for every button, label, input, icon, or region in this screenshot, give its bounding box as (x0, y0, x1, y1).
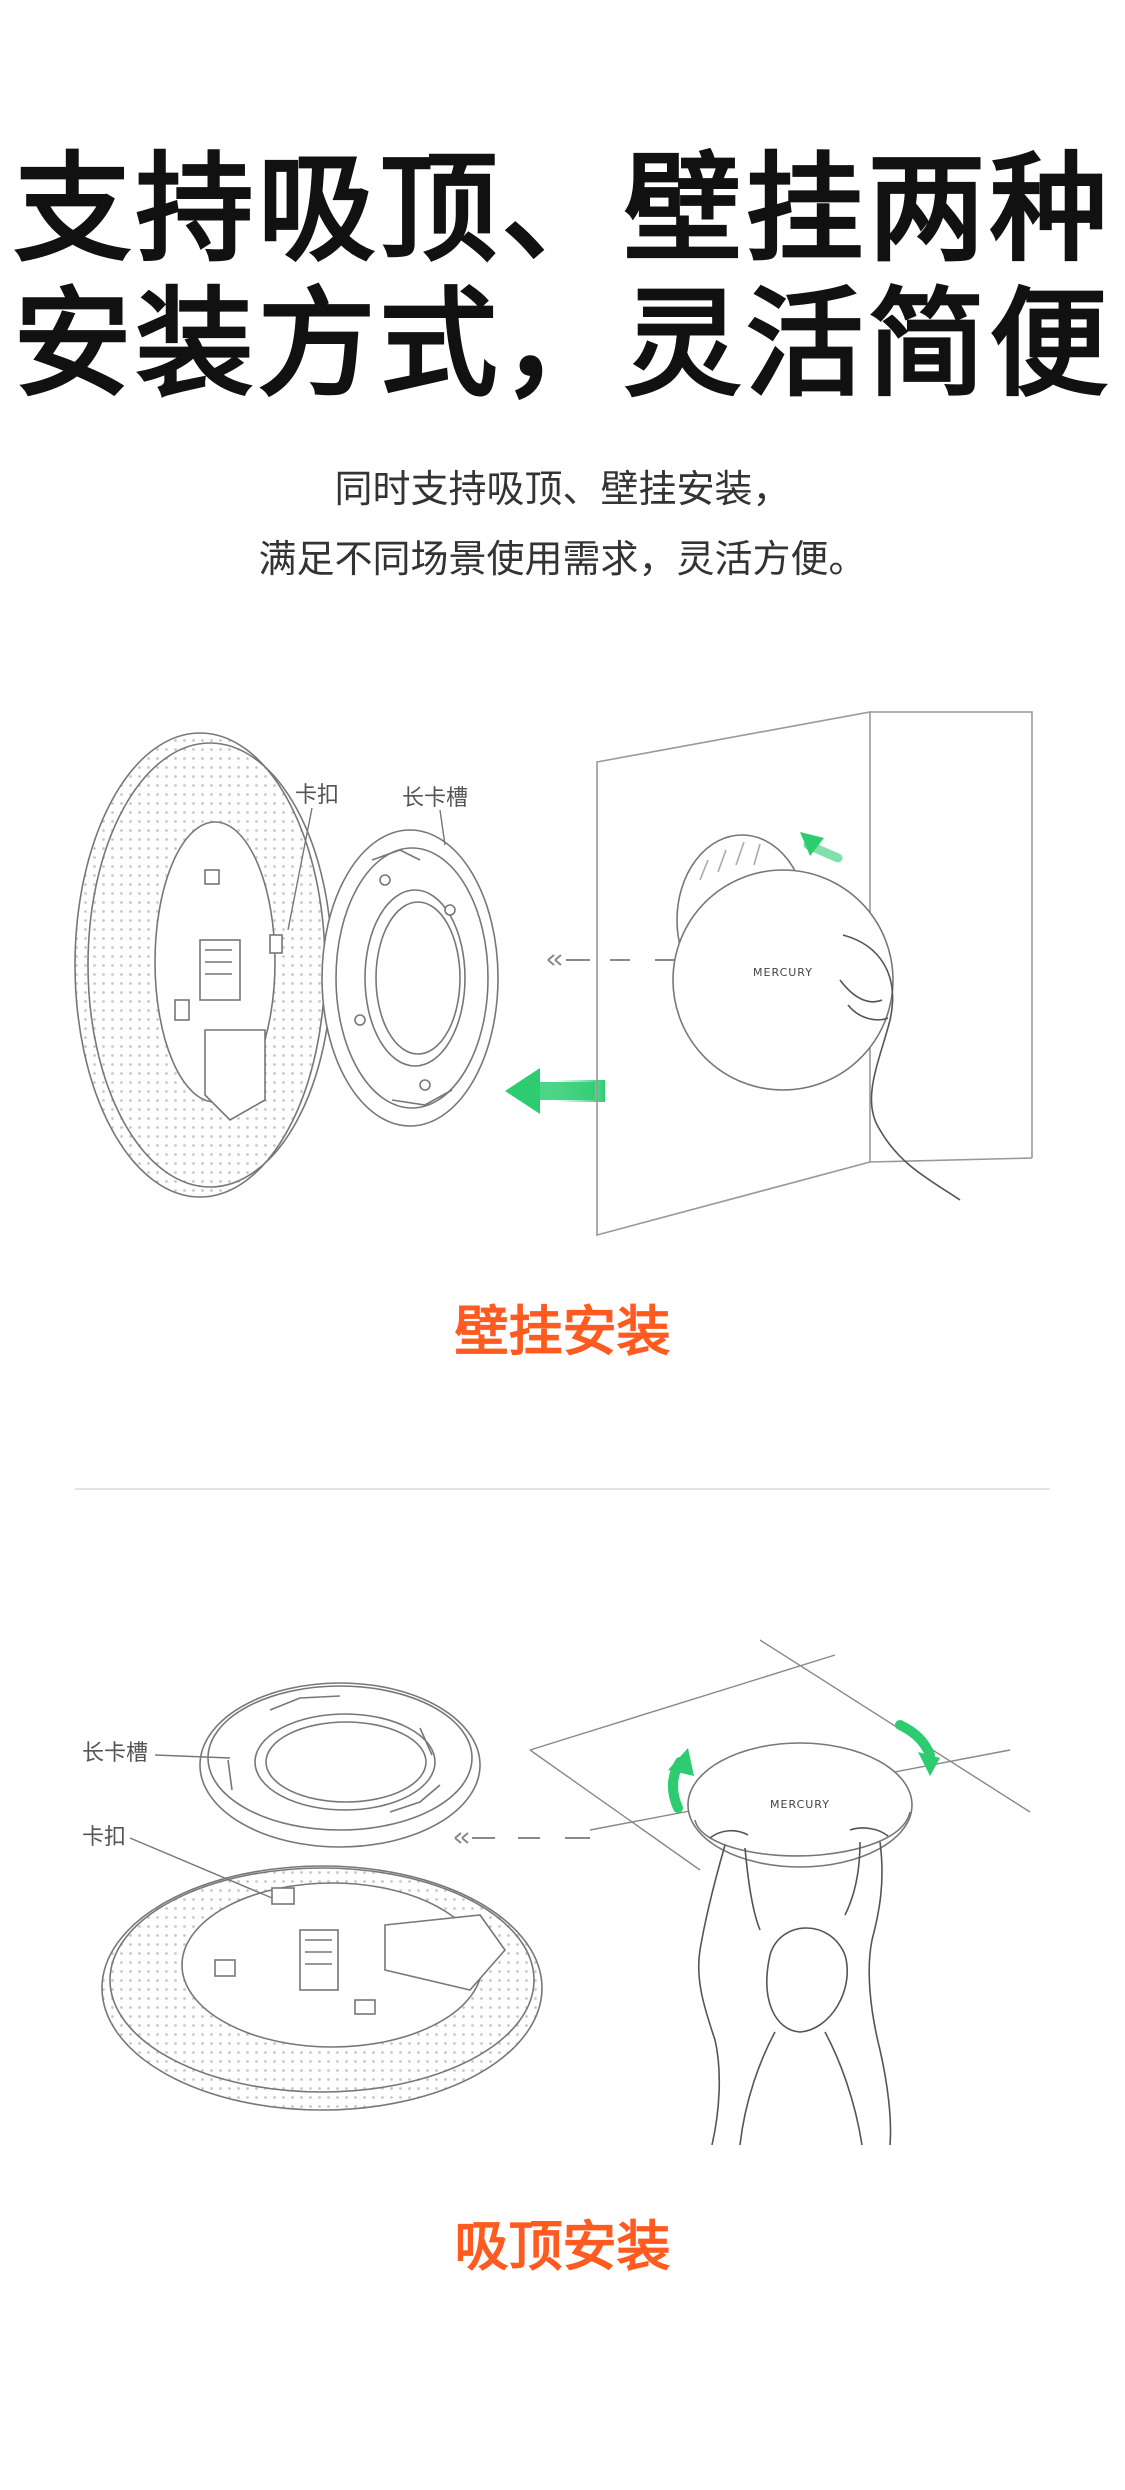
dashed-guide-left (454, 1832, 590, 1844)
headline-line-2: 安装方式，灵活简便 (13, 275, 1112, 413)
headline-line-1: 支持吸顶、壁挂两种 (13, 140, 1112, 278)
device-brand-label-ceiling: MERCURY (770, 1798, 830, 1811)
device-brand-label: MERCURY (753, 966, 813, 979)
rotate-arrow-left-icon (668, 1748, 694, 1813)
wall-mount-illustration: MERCURY (74, 711, 1033, 1237)
subtitle-line-2: 满足不同场景使用需求，灵活方便。 (258, 537, 867, 581)
mounting-bracket (321, 829, 499, 1127)
dashed-guide-left (547, 954, 680, 966)
device-back-view (74, 732, 333, 1198)
rotate-arrow-right-icon (895, 1720, 940, 1776)
callout-clip-ceiling: 卡扣 (82, 1825, 127, 1850)
wall-outline (596, 711, 1033, 1237)
green-arrow-small-icon (800, 832, 843, 863)
mounting-bracket-top (199, 1682, 481, 1848)
wall-mount-title: 壁挂安装 (454, 1300, 671, 1363)
green-arrow-left-icon (505, 1068, 605, 1114)
ceiling-mount-title: 吸顶安装 (454, 2215, 671, 2278)
ceiling-outline (529, 1639, 1031, 1871)
callout-long-slot: 长卡槽 (402, 786, 469, 811)
person-figure (697, 1827, 892, 2146)
device-on-ceiling (687, 1742, 913, 1868)
section-divider (75, 1488, 1050, 1490)
device-bottom-view (101, 1865, 543, 2111)
device-on-wall (672, 834, 961, 1201)
ceiling-mount-illustration: MERCURY (101, 1639, 1031, 2146)
callout-long-slot-ceiling: 长卡槽 (82, 1741, 149, 1766)
callout-clip: 卡扣 (295, 783, 340, 808)
subtitle-line-1: 同时支持吸顶、壁挂安装， (334, 467, 791, 511)
